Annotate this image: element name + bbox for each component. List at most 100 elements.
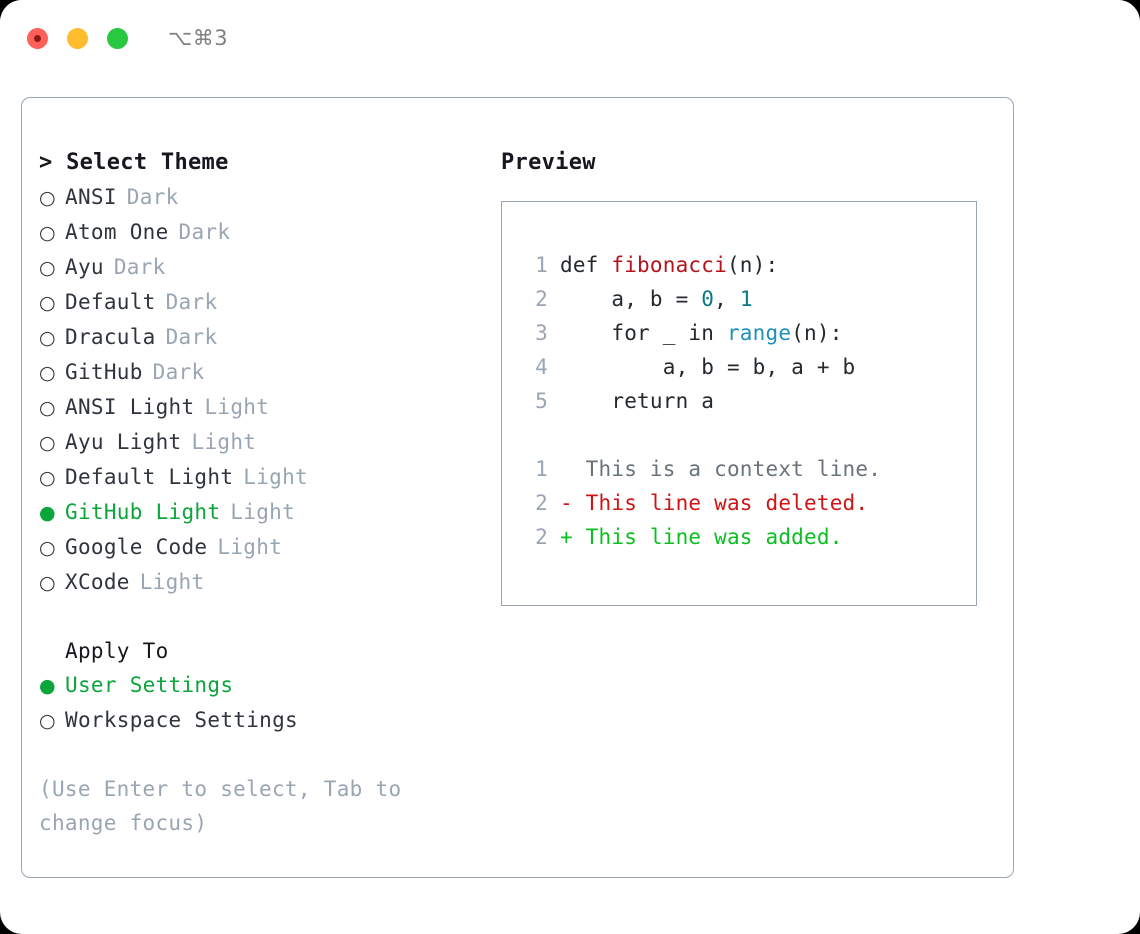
radio-unselected-icon: ○ xyxy=(39,327,56,349)
code-token-plain: def xyxy=(560,253,612,277)
keyboard-hint-text: (Use Enter to select, Tab to change focu… xyxy=(39,777,402,835)
apply-to-option-label: Workspace Settings xyxy=(65,708,298,732)
code-line: 4 a, b = b, a + b xyxy=(520,350,976,384)
radio-unselected-icon: ○ xyxy=(39,362,56,384)
theme-option-label: Ayu Light xyxy=(65,430,182,454)
line-number: 1 xyxy=(535,253,548,277)
code-token-plain: a, b = b, a + b xyxy=(560,355,856,379)
radio-unselected-icon: ○ xyxy=(39,710,56,732)
theme-option-label: ANSI Light xyxy=(65,395,195,419)
code-token-call: range xyxy=(726,321,792,345)
code-line: 5 return a xyxy=(520,384,976,418)
line-number: 2 xyxy=(535,491,548,515)
theme-option-xcode[interactable]: ○ XCode Light xyxy=(39,565,499,600)
code-line: 2 a, b = 0, 1 xyxy=(520,282,976,316)
select-theme-header: > Select Theme xyxy=(39,150,229,175)
theme-variant-tag: Dark xyxy=(152,360,205,384)
line-number: 5 xyxy=(535,389,548,413)
radio-unselected-icon: ○ xyxy=(39,292,56,314)
code-token-func: fibonacci xyxy=(611,253,727,277)
radio-unselected-icon: ○ xyxy=(39,222,56,244)
line-number: 2 xyxy=(535,525,548,549)
code-token-plain: return a xyxy=(560,389,715,413)
diff-sample: 1 This is a context line. 2 - This line wa… xyxy=(520,452,976,554)
title-bar: ⌥⌘3 xyxy=(0,0,1140,76)
line-number: 1 xyxy=(535,457,548,481)
theme-variant-tag: Dark xyxy=(126,185,179,209)
line-number: 3 xyxy=(535,321,548,345)
code-token-plain: a, b = xyxy=(560,287,702,311)
theme-option-label: Dracula xyxy=(65,325,156,349)
code-line-content: a, b = 0, 1 xyxy=(560,282,753,316)
diff-spacer xyxy=(520,418,976,452)
theme-option-atom-one[interactable]: ○ Atom One Dark xyxy=(39,215,499,250)
code-token-num: 0 xyxy=(701,287,715,311)
code-line-content: for _ in range(n): xyxy=(560,316,843,350)
theme-variant-tag: Dark xyxy=(178,220,231,244)
theme-option-github-light[interactable]: ● GitHub Light Light xyxy=(39,495,499,530)
apply-to-option-workspace-settings[interactable]: ○ Workspace Settings xyxy=(39,703,499,738)
theme-option-label: Atom One xyxy=(65,220,169,244)
radio-unselected-icon: ○ xyxy=(39,537,56,559)
line-number: 2 xyxy=(535,287,548,311)
radio-unselected-icon: ○ xyxy=(39,187,56,209)
theme-variant-tag: Light xyxy=(139,570,205,594)
maximize-button[interactable] xyxy=(107,27,128,49)
diff-line-content: - This line was deleted. xyxy=(560,491,869,515)
theme-option-default[interactable]: ○ Default Dark xyxy=(39,285,499,320)
apply-to-option-label: User Settings xyxy=(65,673,234,697)
code-line: 3 for _ in range(n): xyxy=(520,316,976,350)
radio-selected-icon: ● xyxy=(39,502,56,524)
radio-unselected-icon: ○ xyxy=(39,467,56,489)
diff-line-content: + This line was added. xyxy=(560,525,843,549)
theme-option-github[interactable]: ○ GitHub Dark xyxy=(39,355,499,390)
radio-unselected-icon: ○ xyxy=(39,432,56,454)
radio-unselected-icon: ○ xyxy=(39,572,56,594)
theme-option-ansi-light[interactable]: ○ ANSI Light Light xyxy=(39,390,499,425)
apply-to-option-list[interactable]: ● User Settings ○ Workspace Settings xyxy=(39,668,499,738)
theme-variant-tag: Light xyxy=(217,535,283,559)
diff-line-del: 2 - This line was deleted. xyxy=(520,486,976,520)
theme-option-label: Google Code xyxy=(65,535,208,559)
code-token-plain: for _ in xyxy=(560,321,727,345)
theme-option-google-code[interactable]: ○ Google Code Light xyxy=(39,530,499,565)
apply-to-header: Apply To xyxy=(65,639,169,663)
code-line-content: a, b = b, a + b xyxy=(560,350,855,384)
theme-variant-tag: Light xyxy=(230,500,296,524)
theme-option-label: GitHub Light xyxy=(65,500,221,524)
code-token-num: 1 xyxy=(739,287,753,311)
theme-option-label: ANSI xyxy=(65,185,117,209)
close-button[interactable] xyxy=(27,27,48,49)
theme-variant-tag: Dark xyxy=(165,290,218,314)
code-line-content: def fibonacci(n): xyxy=(560,248,778,282)
theme-option-ayu-light[interactable]: ○ Ayu Light Light xyxy=(39,425,499,460)
radio-unselected-icon: ○ xyxy=(39,397,56,419)
list-spacer xyxy=(39,600,499,634)
theme-option-label: Default Light xyxy=(65,465,234,489)
code-line: 1 def fibonacci(n): xyxy=(520,248,976,282)
theme-option-label: Default xyxy=(65,290,156,314)
diff-line-context: 1 This is a context line. xyxy=(520,452,976,486)
radio-selected-icon: ● xyxy=(39,675,56,697)
code-token-plain: (n): xyxy=(726,253,779,277)
theme-variant-tag: Dark xyxy=(165,325,218,349)
minimize-button[interactable] xyxy=(67,27,88,49)
theme-option-ansi[interactable]: ○ ANSI Dark xyxy=(39,180,499,215)
theme-variant-tag: Light xyxy=(191,430,257,454)
theme-option-label: XCode xyxy=(65,570,130,594)
theme-option-label: GitHub xyxy=(65,360,143,384)
code-line-content: return a xyxy=(560,384,714,418)
theme-option-dracula[interactable]: ○ Dracula Dark xyxy=(39,320,499,355)
preview-title: Preview xyxy=(501,150,596,175)
apply-to-option-user-settings[interactable]: ● User Settings xyxy=(39,668,499,703)
theme-variant-tag: Light xyxy=(204,395,270,419)
keyboard-shortcut-label: ⌥⌘3 xyxy=(168,26,229,50)
